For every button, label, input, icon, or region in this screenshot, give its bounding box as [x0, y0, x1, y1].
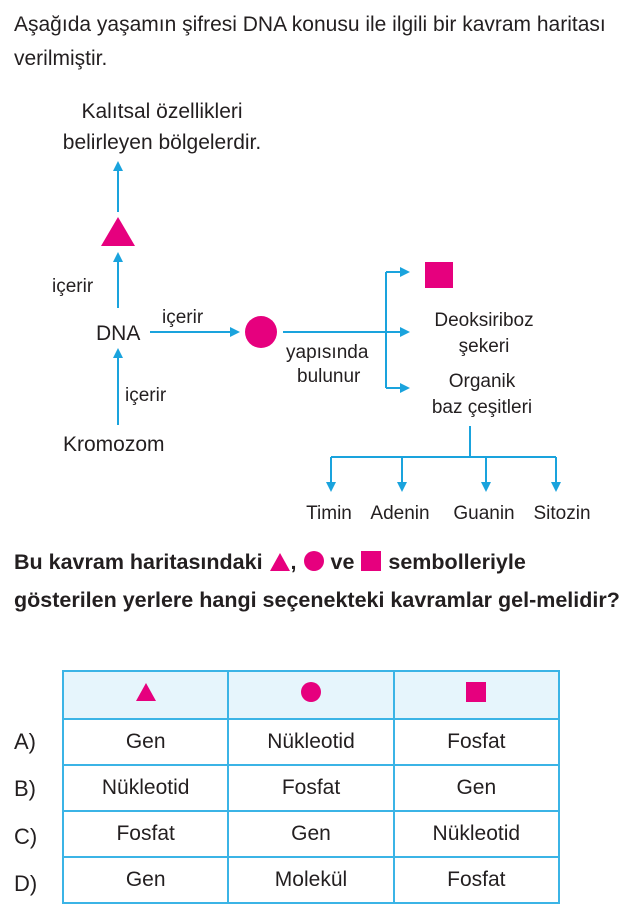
triangle-symbol-icon [269, 553, 290, 571]
table-row[interactable]: Fosfat Gen Nükleotid [61, 810, 561, 858]
table-row[interactable]: Gen Nükleotid Fosfat [61, 718, 561, 766]
option-row-b[interactable]: B) [14, 766, 562, 814]
table-row[interactable]: Nükleotid Fosfat Gen [61, 764, 561, 812]
question-sep: , [290, 550, 297, 574]
question-and: ve [330, 550, 355, 574]
question-text: Bu kavram haritasındaki , ve sembolleriy… [14, 543, 632, 619]
top-label-line1: Kalıtsal özellikleri [81, 100, 242, 123]
icerir-right-label: içerir [162, 307, 204, 328]
option-row-d[interactable]: D) [14, 861, 562, 909]
question-part2: sembolleriyle gösterilen yerlere hangi s… [14, 550, 620, 612]
option-letter: D) [14, 871, 38, 897]
icerir-down-label: içerir [125, 385, 167, 406]
option-row-c[interactable]: C) [14, 813, 562, 861]
table-cell: Gen [61, 856, 230, 904]
organik-line2: baz çeşitleri [432, 397, 532, 418]
yapisinda-label: yapısında [286, 342, 369, 363]
table-cell: Fosfat [61, 810, 230, 858]
triangle-symbol-icon [135, 683, 156, 701]
answer-table: Gen Nükleotid Fosfat Nükleotid Fosfat Ge… [61, 670, 561, 904]
deoksiriboz-line2: şekeri [459, 336, 510, 357]
table-cell: Nükleotid [61, 764, 230, 812]
triangle-symbol-icon [101, 217, 135, 246]
table-cell: Fosfat [227, 764, 395, 812]
table-cell: Gen [227, 810, 395, 858]
header-triangle [61, 670, 230, 720]
option-letter: A) [14, 728, 36, 754]
table-row[interactable]: Gen Molekül Fosfat [61, 856, 561, 904]
icerir-up-label: içerir [52, 276, 94, 297]
square-symbol-icon [466, 682, 487, 702]
table-header-row [61, 670, 561, 720]
table-cell: Fosfat [392, 718, 561, 766]
bulunur-label: bulunur [297, 366, 361, 387]
table-cell: Fosfat [392, 856, 561, 904]
option-row-a[interactable]: A) [14, 718, 562, 766]
question-part1: Bu kavram haritasındaki [14, 550, 263, 574]
dna-label: DNA [96, 322, 140, 345]
circle-symbol-icon [245, 316, 277, 348]
header-square [392, 670, 561, 720]
intro-text: Aşağıda yaşamın şifresi DNA konusu ile i… [14, 13, 606, 70]
option-letter: C) [14, 823, 38, 849]
base-adenin: Adenin [370, 503, 429, 524]
square-symbol-icon [361, 551, 382, 571]
circle-symbol-icon [303, 551, 324, 571]
concept-map: Kalıtsal özellikleri belirleyen bölgeler… [52, 100, 591, 524]
table-cell: Molekül [227, 856, 395, 904]
base-guanin: Guanin [453, 503, 514, 524]
top-label-line2: belirleyen bölgelerdir. [63, 131, 261, 154]
option-letter: B) [14, 776, 36, 802]
base-sitozin: Sitozin [533, 503, 590, 524]
option-letters: A) B) C) D) [14, 670, 562, 908]
square-symbol-icon [425, 262, 453, 288]
circle-symbol-icon [300, 682, 321, 702]
table-cell: Gen [61, 718, 230, 766]
table-cell: Gen [392, 764, 561, 812]
base-timin: Timin [306, 503, 352, 524]
kromozom-label: Kromozom [63, 433, 165, 456]
header-circle [227, 670, 395, 720]
table-cell: Nükleotid [392, 810, 561, 858]
organik-line1: Organik [449, 371, 516, 392]
table-cell: Nükleotid [227, 718, 395, 766]
deoksiriboz-line1: Deoksiriboz [434, 310, 533, 331]
